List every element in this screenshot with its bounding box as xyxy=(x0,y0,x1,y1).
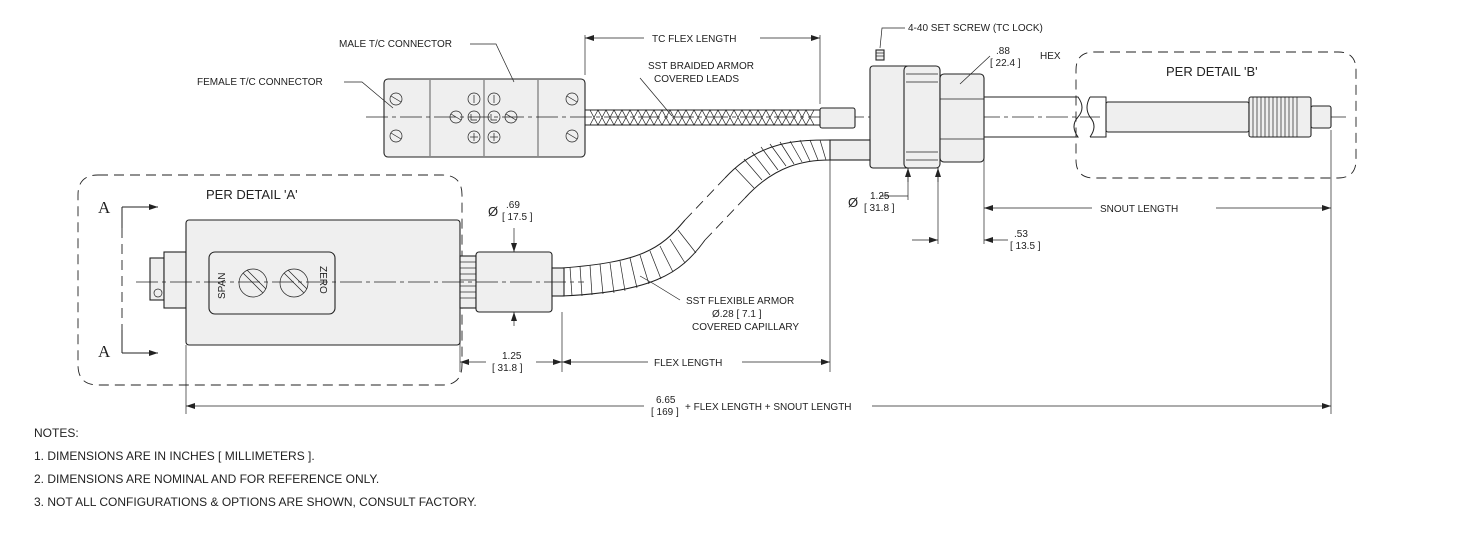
diameter-125-symbol: Ø xyxy=(848,195,858,210)
transmitter-body xyxy=(149,219,565,346)
braided-leads xyxy=(585,107,856,129)
diameter-125-mm: [ 31.8 ] xyxy=(864,203,895,214)
diameter-69-inch: .69 xyxy=(506,200,520,211)
covered-capillary-label: COVERED CAPILLARY xyxy=(692,322,799,333)
dim-125-mm: [ 31.8 ] xyxy=(492,363,523,374)
dim-53-inch: .53 xyxy=(1014,229,1028,240)
overall-mm: [ 169 ] xyxy=(651,407,679,418)
dim-125-inch: 1.25 xyxy=(502,351,522,362)
overall-suffix: + FLEX LENGTH + SNOUT LENGTH xyxy=(685,402,852,413)
section-a-bottom-label: A xyxy=(98,342,111,361)
note-item: 2. DIMENSIONS ARE NOMINAL AND FOR REFERE… xyxy=(34,472,380,486)
detail-b-outline xyxy=(1075,51,1357,179)
tc-connector xyxy=(383,78,586,158)
snout-length-label: SNOUT LENGTH xyxy=(1100,204,1178,215)
notes-block: NOTES: 1. DIMENSIONS ARE IN INCHES [ MIL… xyxy=(34,422,477,514)
span-label: SPAN xyxy=(217,273,228,300)
detail-a-outline xyxy=(77,174,463,386)
snout xyxy=(984,96,1332,138)
flexible-armor xyxy=(561,139,831,297)
overall-inch: 6.65 xyxy=(656,395,676,406)
hex-mm-label: [ 22.4 ] xyxy=(990,58,1021,69)
hex-inch-label: .88 xyxy=(996,46,1010,57)
notes-title: NOTES: xyxy=(34,426,79,440)
diameter-125-inch: 1.25 xyxy=(870,191,890,202)
male-tc-connector-label: MALE T/C CONNECTOR xyxy=(339,39,452,50)
covered-leads-label: COVERED LEADS xyxy=(654,74,739,85)
section-a-markers: A A xyxy=(98,198,158,361)
set-screw-label: 4-40 SET SCREW (TC LOCK) xyxy=(908,23,1043,34)
dim-53-mm: [ 13.5 ] xyxy=(1010,241,1041,252)
zero-label: ZERO xyxy=(317,266,328,294)
diameter-69-mm: [ 17.5 ] xyxy=(502,212,533,223)
sst-braided-armor-label: SST BRAIDED ARMOR xyxy=(648,61,754,72)
note-item: 3. NOT ALL CONFIGURATIONS & OPTIONS ARE … xyxy=(34,495,477,509)
tc-flex-length-label: TC FLEX LENGTH xyxy=(652,34,736,45)
capillary-diameter-label: Ø.28 [ 7.1 ] xyxy=(712,309,762,320)
sst-flexible-armor-label: SST FLEXIBLE ARMOR xyxy=(686,296,794,307)
per-detail-b-label: PER DETAIL 'B' xyxy=(1166,64,1258,79)
probe-housing xyxy=(829,49,985,169)
diameter-69-symbol: Ø xyxy=(488,204,498,219)
dimension-lines xyxy=(185,27,1332,414)
flex-length-label: FLEX LENGTH xyxy=(654,358,722,369)
section-a-top-label: A xyxy=(98,198,111,217)
note-item: 1. DIMENSIONS ARE IN INCHES [ MILLIMETER… xyxy=(34,449,315,463)
hex-label: HEX xyxy=(1040,51,1061,62)
female-tc-connector-label: FEMALE T/C CONNECTOR xyxy=(197,77,323,88)
per-detail-a-label: PER DETAIL 'A' xyxy=(206,187,298,202)
